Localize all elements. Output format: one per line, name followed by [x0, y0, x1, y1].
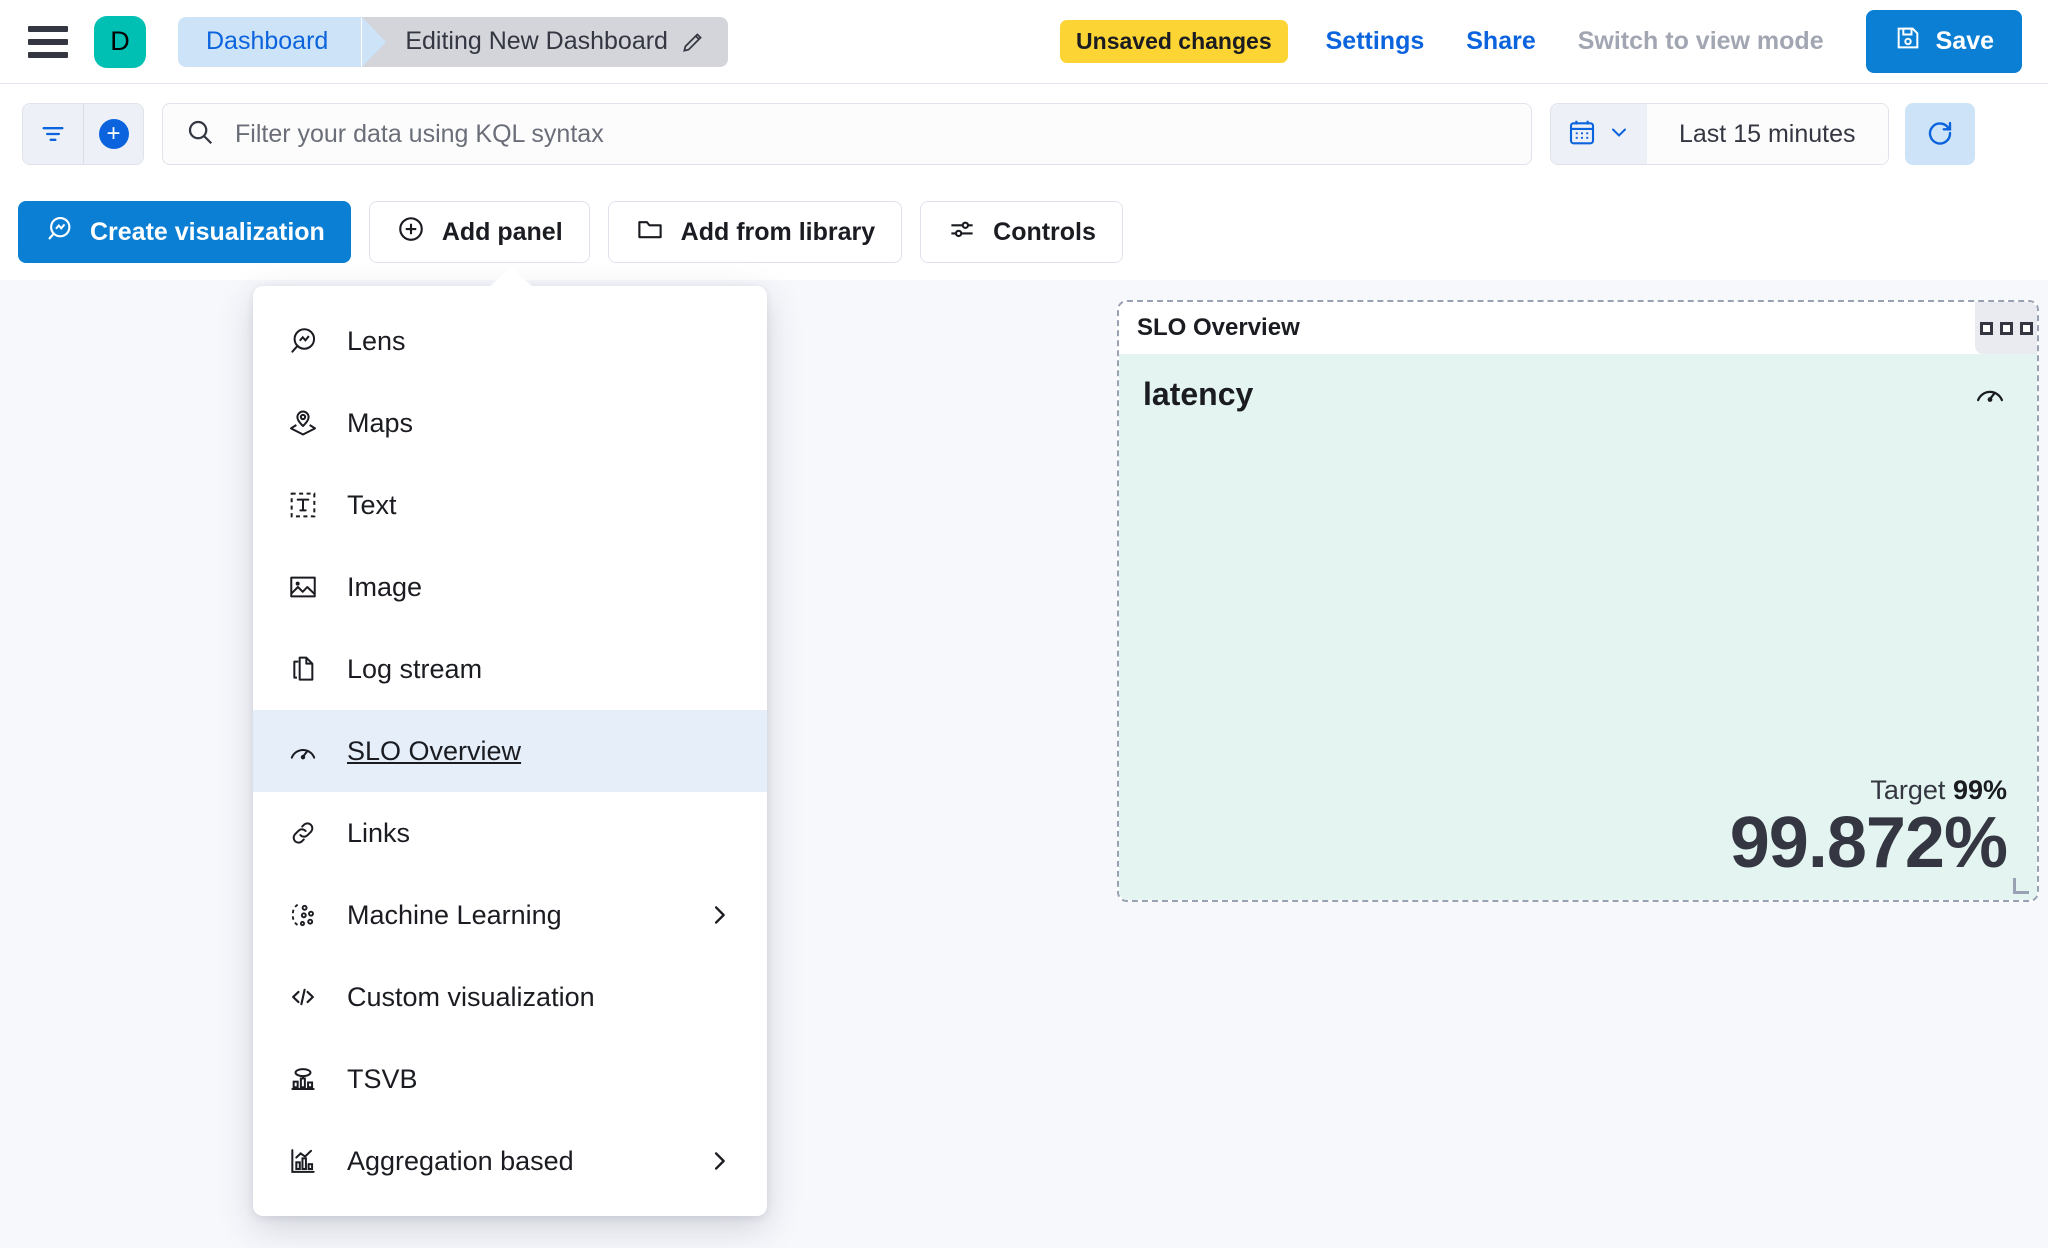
menu-item-label: Maps: [347, 407, 414, 438]
slo-target-value: 99%: [1952, 775, 2007, 806]
avatar[interactable]: D: [94, 15, 146, 68]
controls-label: Controls: [993, 217, 1096, 246]
menu-item-label: TSVB: [347, 1063, 418, 1094]
dashboard-panel-slo-overview[interactable]: SLO Overview latency Target 99% 99.872%: [1117, 300, 2039, 902]
menu-item-log-stream[interactable]: Log stream: [253, 628, 767, 710]
search-input[interactable]: [235, 119, 1509, 149]
search-bar[interactable]: [162, 103, 1532, 165]
search-icon: [185, 117, 215, 152]
menu-item-label: SLO Overview: [347, 735, 522, 766]
gauge-icon: [287, 735, 319, 767]
menu-item-label: Text: [347, 489, 397, 520]
maps-icon: [287, 407, 319, 439]
save-button-label: Save: [1935, 27, 1994, 55]
create-visualization-label: Create visualization: [90, 217, 325, 246]
chevron-right-icon: [705, 1147, 733, 1175]
slo-name: latency: [1143, 376, 1254, 412]
settings-link[interactable]: Settings: [1325, 27, 1425, 55]
menu-item-label: Lens: [347, 325, 406, 356]
breadcrumb-item-editing[interactable]: Editing New Dashboard: [361, 16, 728, 67]
refresh-button[interactable]: [1904, 103, 1975, 165]
add-panel-button[interactable]: Add panel: [368, 201, 590, 263]
save-disk-icon: [1894, 24, 1922, 59]
menu-pointer-arrow: [487, 267, 535, 289]
menu-item-machine-learning[interactable]: Machine Learning: [253, 874, 767, 956]
menu-item-label: Links: [347, 817, 411, 848]
filter-icon[interactable]: [23, 104, 83, 164]
header-actions: Unsaved changes Settings Share Switch to…: [1060, 10, 2048, 73]
slo-target: Target 99%: [1143, 775, 2007, 806]
folder-icon: [635, 214, 665, 251]
menu-item-image[interactable]: Image: [253, 546, 767, 628]
menu-item-label: Log stream: [347, 653, 483, 684]
menu-item-maps[interactable]: Maps: [253, 382, 767, 464]
menu-item-links[interactable]: Links: [253, 792, 767, 874]
add-filter-button[interactable]: +: [83, 104, 143, 164]
hamburger-icon[interactable]: [28, 22, 68, 62]
image-icon: [287, 571, 319, 603]
menu-item-tsvb[interactable]: TSVB: [253, 1038, 767, 1120]
gauge-icon: [1973, 376, 2007, 415]
controls-button[interactable]: Controls: [920, 201, 1123, 263]
slo-body: latency Target 99% 99.872%: [1119, 354, 2037, 900]
breadcrumb: Dashboard Editing New Dashboard: [178, 16, 728, 67]
add-from-library-button[interactable]: Add from library: [607, 201, 903, 263]
tsvb-icon: [287, 1063, 319, 1095]
plus-outline-icon: [396, 214, 426, 251]
slo-metrics: Target 99% 99.872%: [1143, 775, 2008, 884]
add-from-library-label: Add from library: [680, 217, 876, 246]
add-panel-menu: Lens Maps Text Image Log stream SLO Over…: [253, 286, 767, 1216]
slo-current-value: 99.872%: [1729, 803, 2008, 884]
panel-title[interactable]: SLO Overview: [1137, 314, 1300, 341]
add-panel-label: Add panel: [441, 217, 563, 246]
resize-handle-icon[interactable]: [2013, 878, 2029, 894]
menu-item-aggregation-based[interactable]: Aggregation based: [253, 1120, 767, 1202]
panel-context-menu-icon[interactable]: [1975, 302, 2037, 354]
agg-icon: [287, 1145, 319, 1177]
filter-group: +: [22, 103, 144, 165]
app-header: D Dashboard Editing New Dashboard Unsave…: [0, 0, 2048, 84]
lens-icon: [44, 214, 74, 251]
share-link[interactable]: Share: [1466, 27, 1536, 55]
menu-item-label: Custom visualization: [347, 981, 595, 1012]
menu-item-label: Aggregation based: [347, 1145, 574, 1176]
avatar-initial: D: [110, 26, 130, 56]
code-icon: [287, 981, 319, 1013]
text-icon: [287, 489, 319, 521]
menu-item-custom-visualization[interactable]: Custom visualization: [253, 956, 767, 1038]
pencil-icon[interactable]: [680, 29, 706, 55]
status-badge: Unsaved changes: [1060, 20, 1288, 63]
menu-item-slo-overview[interactable]: SLO Overview: [253, 710, 767, 792]
refresh-icon: [1925, 118, 1955, 151]
calendar-icon: [1567, 117, 1597, 152]
controls-icon: [947, 214, 977, 251]
link-icon: [287, 817, 319, 849]
save-button[interactable]: Save: [1865, 10, 2022, 73]
menu-item-label: Image: [347, 571, 423, 602]
chevron-right-icon: [705, 901, 733, 929]
lens-icon: [287, 325, 319, 357]
calendar-quick-select-button[interactable]: [1551, 104, 1647, 164]
ml-icon: [287, 899, 319, 931]
panel-header: SLO Overview: [1119, 302, 2037, 354]
breadcrumb-label: Editing New Dashboard: [405, 27, 668, 55]
query-bar-row: + Last 15 minutes: [0, 84, 2048, 184]
date-range-picker[interactable]: Last 15 minutes: [1550, 103, 1889, 165]
date-range-value[interactable]: Last 15 minutes: [1647, 104, 1888, 164]
breadcrumb-item-dashboard[interactable]: Dashboard: [178, 16, 387, 67]
logstream-icon: [287, 653, 319, 685]
plus-circle-icon: +: [98, 119, 129, 149]
menu-item-label: Machine Learning: [347, 899, 562, 930]
breadcrumb-label: Dashboard: [206, 27, 329, 55]
menu-item-text[interactable]: Text: [253, 464, 767, 546]
menu-item-lens[interactable]: Lens: [253, 300, 767, 382]
dashboard-toolbar: Create visualization Add panel Add from …: [0, 184, 2048, 280]
switch-to-view-mode-link[interactable]: Switch to view mode: [1577, 27, 1824, 55]
create-visualization-button[interactable]: Create visualization: [18, 201, 351, 263]
slo-target-label: Target: [1870, 775, 1946, 806]
chevron-down-icon: [1607, 120, 1631, 149]
